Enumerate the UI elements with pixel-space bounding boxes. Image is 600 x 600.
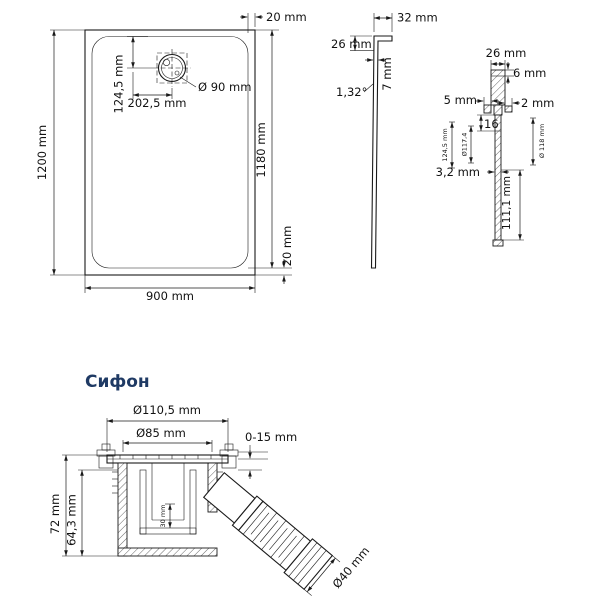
dim-30: 30 mm (159, 503, 175, 529)
dim-900: 900 mm (84, 275, 256, 303)
dim-d85: Ø85 mm (122, 426, 213, 452)
dim-3-2: 3,2 mm (436, 165, 509, 179)
dim-rim-top-20: 20 mm (240, 10, 307, 33)
dim-26-profile: 26 mm (331, 35, 374, 51)
dim-26-detail: 26 mm (486, 46, 527, 70)
tray-top-view: 1200 mm 900 mm 20 mm 124,5 mm 202,5 mm (35, 10, 307, 303)
dim-rim-bottom-label: 20 mm (280, 226, 294, 267)
siphon-section: Сифон (48, 372, 372, 596)
dim-5: 5 mm (444, 93, 499, 107)
edge-detail-view: 26 mm 6 mm 5 mm 2 mm 16 (436, 46, 554, 247)
dim-angle: 1,32° (336, 83, 374, 99)
dim-d118: Ø 118 mm (530, 117, 546, 166)
siphon-outlet-pipe (202, 471, 341, 596)
dim-d117-4: Ø117,4 (461, 125, 474, 164)
dim-3-2-label: 3,2 mm (436, 165, 480, 179)
dim-16-label: 16 (484, 117, 499, 131)
dim-1180-label: 1180 mm (254, 122, 268, 177)
dim-drain-offset-x: 202,5 mm (128, 72, 187, 110)
dim-30-label: 30 mm (159, 504, 167, 527)
dim-64-3-label: 64,3 mm (65, 494, 79, 546)
dim-64-3: 64,3 mm (65, 469, 118, 557)
dim-16: 16 (477, 114, 499, 132)
detail-section-shape (483, 69, 513, 247)
tray-profile-view: 32 mm 26 mm 7 mm 1,32° (331, 11, 438, 269)
dim-2: 2 mm (497, 96, 554, 110)
dim-7: 7 mm (365, 57, 394, 91)
dim-d110-5-label: Ø110,5 mm (133, 403, 201, 417)
dim-900-label: 900 mm (146, 289, 194, 303)
dim-1200-label: 1200 mm (35, 125, 49, 180)
dim-111-1-label: 111,1 mm (501, 176, 513, 230)
dim-adjust-0-15: 0-15 mm (245, 430, 297, 479)
dim-26-profile-label: 26 mm (331, 37, 372, 51)
dim-angle-label: 1,32° (336, 85, 367, 99)
dim-adjust-label: 0-15 mm (245, 430, 297, 444)
dim-202-5-label: 202,5 mm (128, 96, 187, 110)
dim-1200: 1200 mm (35, 29, 85, 276)
dim-124-5-detail: 124,5 mm (441, 121, 455, 169)
dim-drain-offset-y: 124,5 mm (112, 36, 153, 114)
dim-124-5-detail-label: 124,5 mm (441, 128, 449, 161)
dim-72: 72 mm (48, 454, 118, 557)
dim-d40-label: Ø40 mm (330, 544, 373, 591)
dim-d90-label: Ø 90 mm (198, 80, 251, 94)
dim-111-1: 111,1 mm (501, 169, 524, 241)
tray-outline (84, 29, 256, 276)
drain-symbol (153, 49, 191, 87)
dim-26-detail-label: 26 mm (486, 46, 527, 60)
dim-32-label: 32 mm (397, 11, 438, 25)
siphon-heading: Сифон (85, 372, 150, 392)
dim-6: 6 mm (505, 62, 546, 84)
dim-d85-label: Ø85 mm (136, 426, 186, 440)
dim-7-label: 7 mm (380, 57, 394, 90)
dim-d110-5: Ø110,5 mm (106, 403, 229, 452)
dim-32: 32 mm (373, 11, 438, 32)
dim-2-label: 2 mm (521, 96, 554, 110)
dim-1180: 1180 mm (248, 29, 292, 269)
dim-6-label: 6 mm (513, 66, 546, 80)
dim-rim-top-label: 20 mm (266, 10, 307, 24)
profile-outline (370, 35, 393, 269)
dim-72-label: 72 mm (48, 494, 62, 535)
dim-d117-4-label: Ø117,4 (461, 133, 469, 157)
dim-drain-diameter: Ø 90 mm (179, 76, 251, 94)
dim-124-5-label: 124,5 mm (112, 55, 126, 114)
dim-rim-bottom-20: 20 mm (255, 226, 294, 284)
dim-5-label: 5 mm (444, 93, 477, 107)
dim-d118-label: Ø 118 mm (538, 124, 546, 158)
